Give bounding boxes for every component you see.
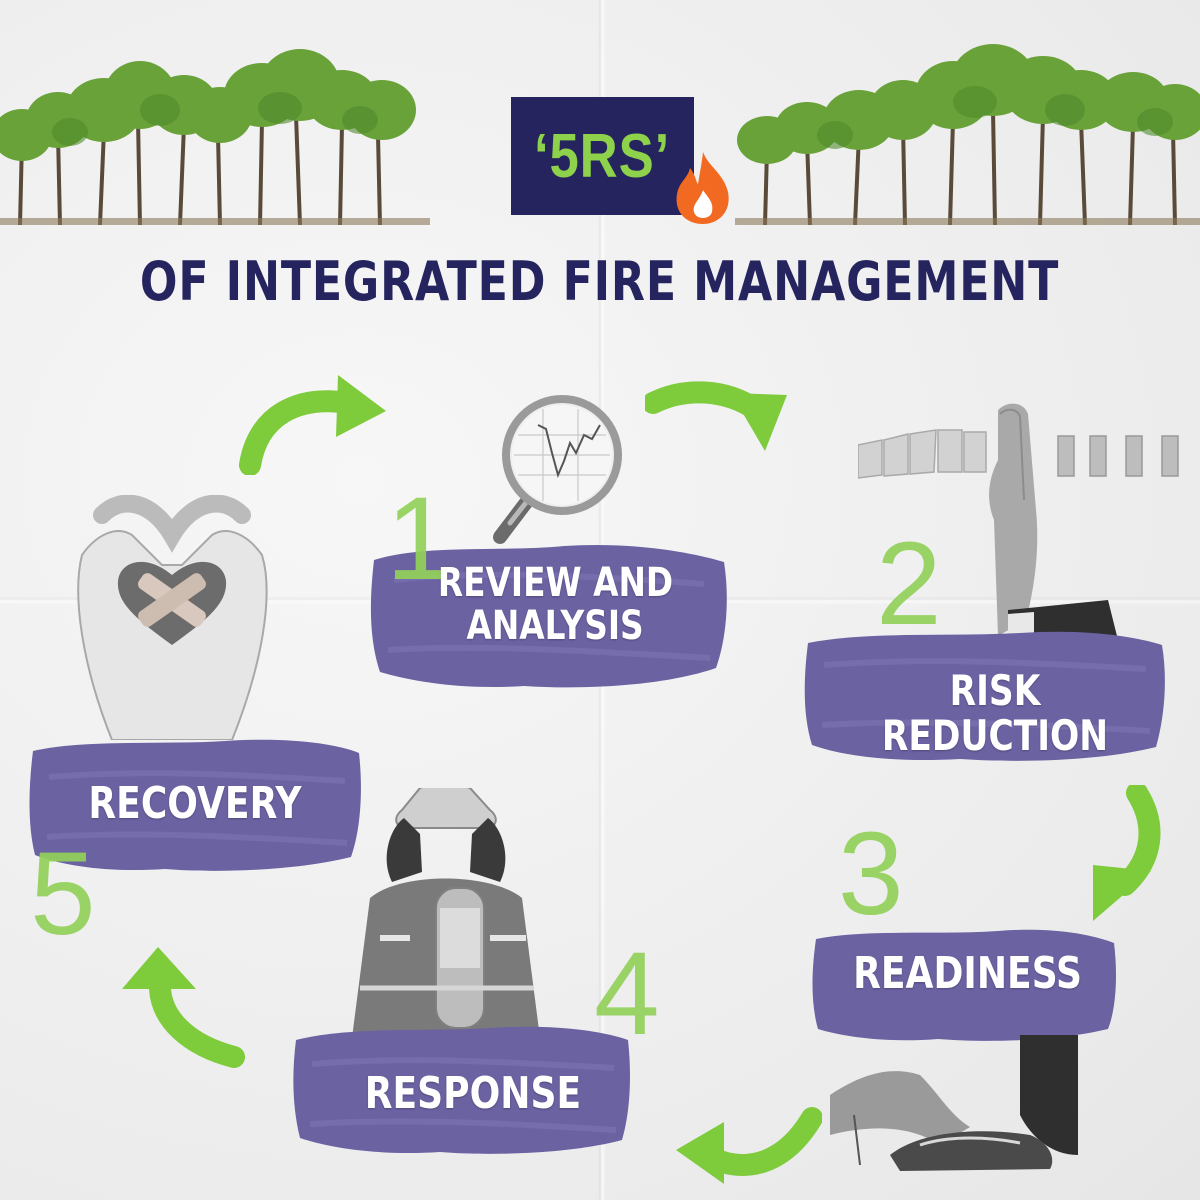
arrow-readiness-to-response bbox=[676, 1107, 822, 1184]
arrow-risk-to-readiness bbox=[1093, 785, 1161, 921]
arrow-response-to-recovery bbox=[122, 947, 245, 1068]
step-4-label: RESPONSE bbox=[364, 1068, 581, 1119]
tying-shoelace-icon bbox=[830, 1035, 1078, 1171]
tree-line-right bbox=[735, 44, 1200, 225]
hand-stop-dominoes-icon bbox=[858, 403, 1179, 640]
step-3-label: READINESS bbox=[853, 948, 1083, 999]
step-1-number: 1 bbox=[386, 473, 452, 605]
step-2-number: 2 bbox=[876, 518, 942, 650]
step-5-label: RECOVERY bbox=[88, 778, 302, 829]
flame-icon bbox=[676, 152, 729, 224]
step-4-number: 4 bbox=[594, 928, 660, 1060]
step-3-paint-banner bbox=[812, 929, 1116, 1041]
step-1-label: REVIEW AND ANALYSIS bbox=[437, 560, 673, 650]
step-5-number: 5 bbox=[30, 828, 96, 960]
page-subtitle: OF INTEGRATED FIRE MANAGEMENT bbox=[140, 250, 1060, 313]
step-5-paint-banner bbox=[29, 739, 361, 871]
step-2-label: RISK REDUCTION bbox=[881, 666, 1109, 761]
hands-heart-bandage-icon bbox=[77, 495, 268, 740]
step-2-paint-banner bbox=[804, 631, 1165, 761]
step-1-paint-banner bbox=[370, 544, 727, 688]
firefighter-icon bbox=[352, 788, 540, 1038]
step-3-number: 3 bbox=[838, 808, 904, 940]
step-4-paint-banner bbox=[293, 1026, 630, 1154]
magnifier-chart-icon bbox=[493, 395, 622, 544]
title-badge-text: ‘5RS’ bbox=[534, 121, 671, 191]
arrow-review-to-risk bbox=[645, 381, 787, 451]
title-badge: ‘5RS’ bbox=[511, 97, 694, 215]
tree-line-left bbox=[0, 49, 430, 225]
arrow-recovery-to-review bbox=[239, 375, 386, 475]
